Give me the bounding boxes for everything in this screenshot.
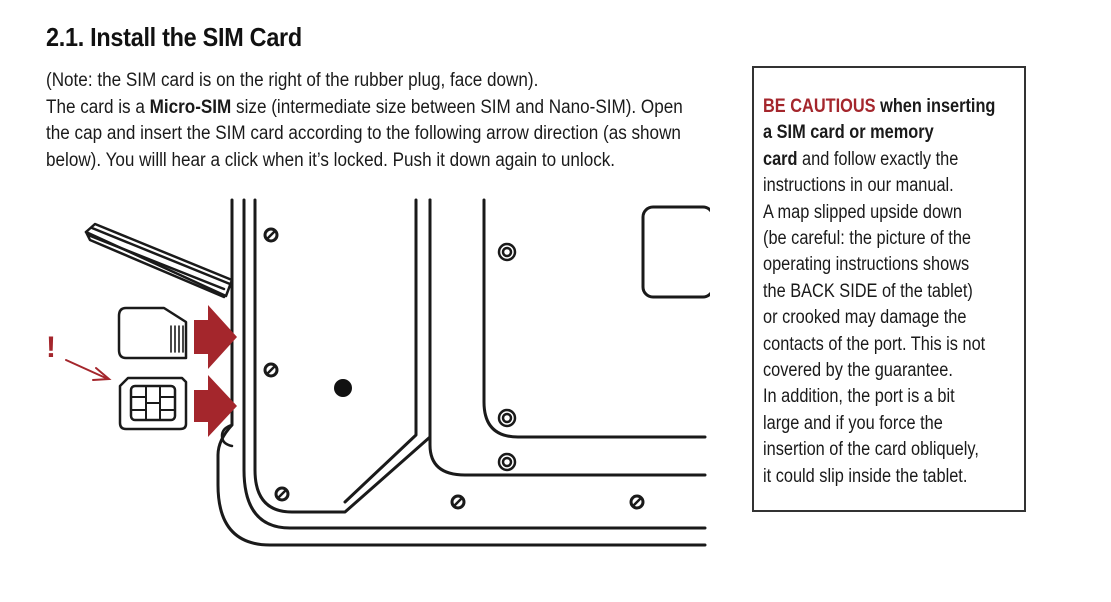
intro-line-3: the cap and insert the SIM card accordin… bbox=[46, 123, 681, 144]
caution-line: In addition, the port is a bit bbox=[763, 386, 955, 408]
intro-line-1: (Note: the SIM card is on the right of t… bbox=[46, 70, 539, 91]
be-cautious-label: BE CAUTIOUS bbox=[763, 96, 876, 117]
tablet-outer-frame bbox=[216, 198, 707, 547]
intro-line-4: below). You willl hear a click when it’s… bbox=[46, 149, 616, 171]
caution-text: BE CAUTIOUS when inserting a SIM card or… bbox=[763, 94, 1038, 490]
caution-box: BE CAUTIOUS when inserting a SIM card or… bbox=[752, 66, 1026, 512]
ring-screw-icon bbox=[497, 242, 517, 472]
memory-card-icon bbox=[117, 306, 188, 360]
micro-sim-term: Micro-SIM bbox=[149, 96, 232, 118]
caution-line: A map slipped upside down bbox=[763, 201, 962, 223]
insert-arrow-lower bbox=[194, 375, 237, 437]
caution-line: covered by the guarantee. bbox=[763, 360, 953, 382]
port-notch bbox=[220, 423, 234, 448]
intro-line-2-post: size (intermediate size between SIM and … bbox=[231, 96, 683, 118]
caution-line: large and if you force the bbox=[763, 412, 943, 434]
caution-line: the BACK SIDE of the tablet) bbox=[763, 280, 973, 302]
warning-exclamation: ! bbox=[46, 331, 56, 364]
caution-line: or crooked may damage the bbox=[763, 307, 967, 329]
caution-line: operating instructions shows bbox=[763, 254, 970, 276]
camera-window bbox=[641, 205, 710, 299]
caution-line-3-rest: and follow exactly the bbox=[797, 148, 959, 170]
warning-pointer-arrow bbox=[65, 359, 112, 381]
caution-line: contacts of the port. This is not bbox=[763, 333, 986, 355]
caution-line: (be careful: the picture of the bbox=[763, 228, 972, 250]
rubber-plug-flap bbox=[84, 222, 234, 299]
caution-line-1-bold: when inserting bbox=[875, 96, 996, 117]
sim-card-icon bbox=[118, 376, 188, 431]
caution-line: it could slip inside the tablet. bbox=[763, 465, 968, 487]
section-heading: 2.1. Install the SIM Card bbox=[46, 22, 302, 52]
screw-icon bbox=[263, 227, 645, 510]
tablet-screen-bezel bbox=[253, 198, 707, 514]
sim-installation-illustration: ! bbox=[46, 198, 710, 547]
intro-line-2: The card is a Micro-SIM size (intermedia… bbox=[46, 95, 694, 122]
insert-direction-arrows bbox=[194, 305, 237, 437]
sensor-dot bbox=[334, 379, 352, 397]
intro-line-2-pre: The card is a bbox=[46, 96, 150, 118]
caution-line-2: a SIM card or memory bbox=[763, 122, 934, 144]
caution-line-3: card and follow exactly the bbox=[763, 147, 1038, 173]
caution-line-3-bold: card bbox=[763, 148, 798, 170]
insert-arrow-upper bbox=[194, 305, 237, 369]
caution-line: instructions in our manual. bbox=[763, 175, 954, 197]
caution-line-1: BE CAUTIOUS when inserting bbox=[763, 94, 1038, 120]
caution-line: insertion of the card obliquely, bbox=[763, 439, 979, 461]
intro-paragraph: (Note: the SIM card is on the right of t… bbox=[46, 68, 694, 174]
